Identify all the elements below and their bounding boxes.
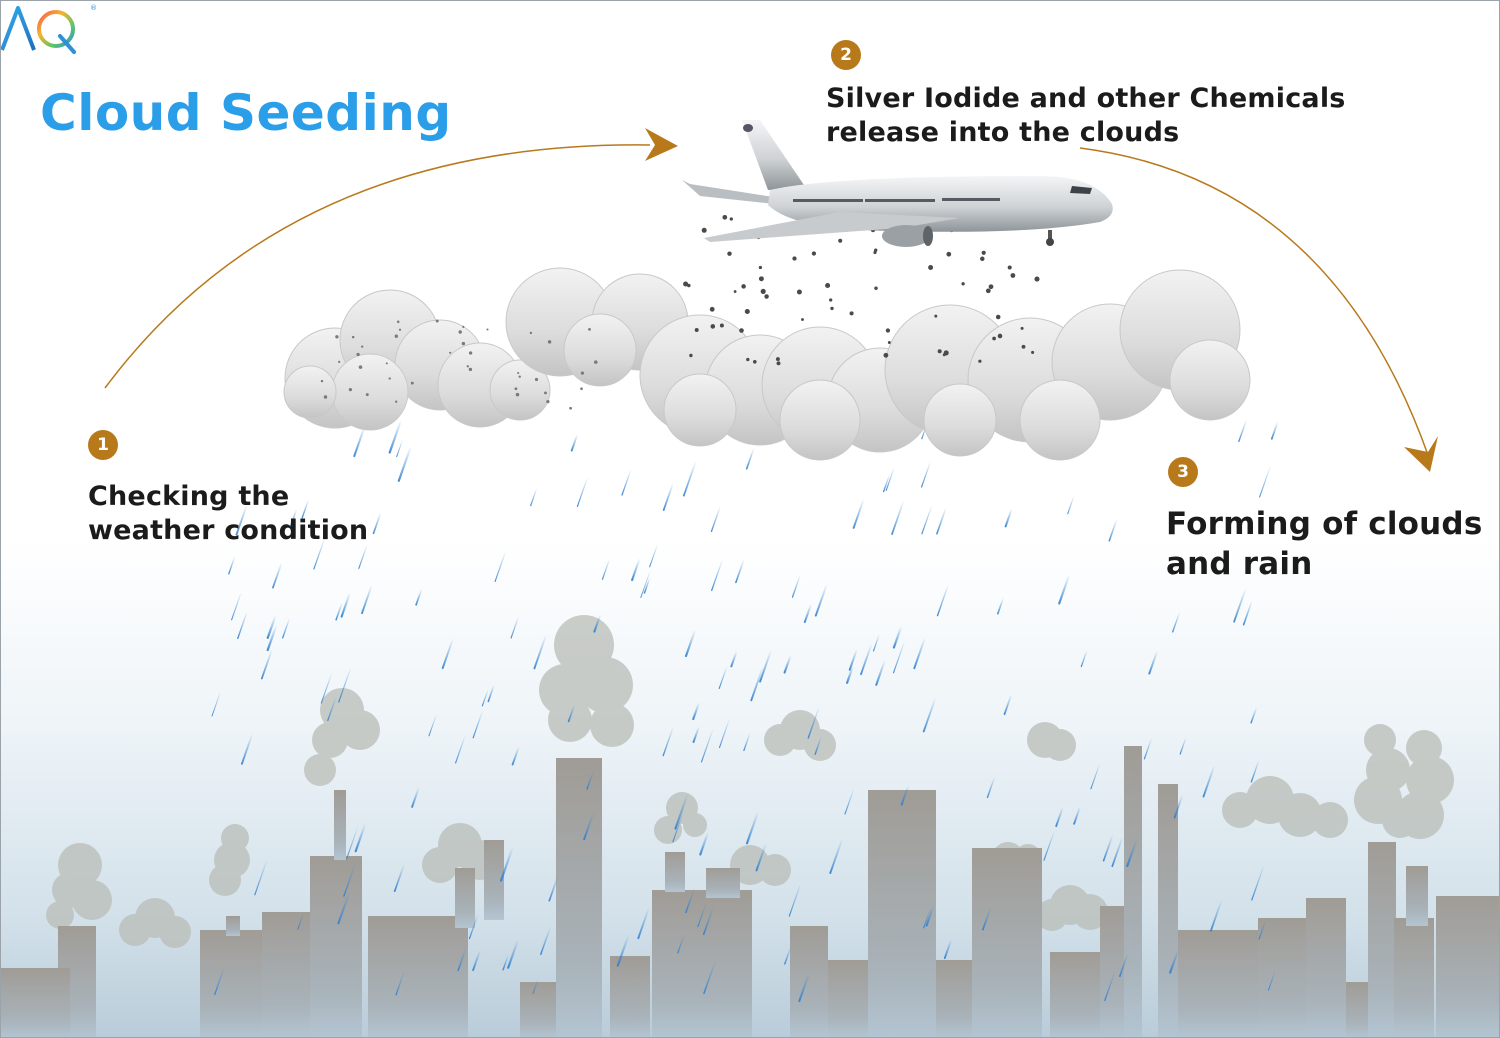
rain-cloud-icon	[283, 267, 1251, 461]
step-3-line-2: and rain	[1166, 546, 1313, 582]
step-2-line-2: release into the clouds	[826, 117, 1180, 148]
arrow-2-to-3	[1079, 147, 1429, 456]
arrow-1-to-2	[104, 144, 651, 389]
arrow-icon	[1404, 436, 1438, 472]
aqi-logo: ®	[0, 0, 100, 56]
registered-mark: ®	[90, 4, 97, 12]
step-2-badge: 2	[831, 40, 861, 70]
step-3-line-1: Forming of clouds	[1166, 506, 1483, 542]
page-title: Cloud Seeding	[40, 84, 452, 142]
step-3-text: Forming of clouds and rain	[1166, 504, 1496, 584]
city-skyline-icon	[0, 746, 1500, 1038]
step-2-line-1: Silver Iodide and other Chemicals	[826, 83, 1346, 114]
rain-streaks	[211, 420, 1279, 1003]
step-1-line-2: weather condition	[88, 515, 369, 546]
step-1-text: Checking the weather condition	[88, 480, 388, 548]
airplane-icon	[682, 120, 1113, 247]
step-1-badge: 1	[88, 430, 118, 460]
step-1-line-1: Checking the	[88, 481, 290, 512]
arrow-icon	[645, 128, 678, 161]
process-arrows	[104, 128, 1438, 472]
step-2-text: Silver Iodide and other Chemicals releas…	[826, 82, 1386, 150]
step-3-badge: 3	[1168, 457, 1198, 487]
